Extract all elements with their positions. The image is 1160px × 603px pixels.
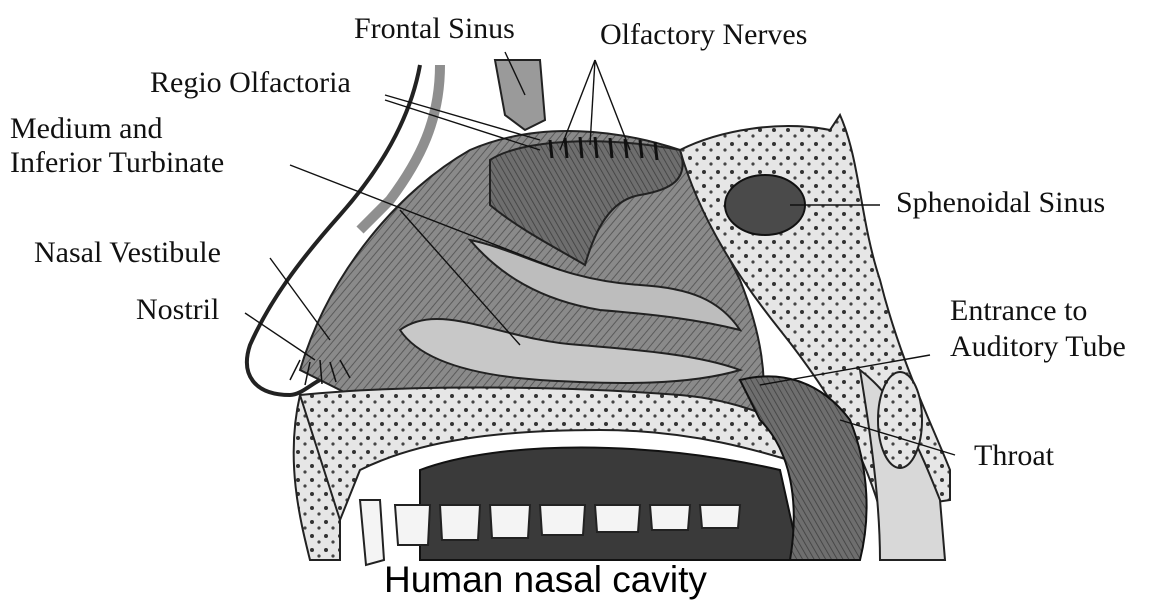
label-frontal-sinus: Frontal Sinus bbox=[354, 12, 515, 46]
label-medium-turbinate-line2: Inferior Turbinate bbox=[10, 146, 224, 180]
leader-nasal-vestibule bbox=[270, 258, 330, 340]
vertebra-shape bbox=[878, 372, 922, 468]
figure-caption: Human nasal cavity bbox=[384, 559, 707, 601]
label-medium-turbinate-line1: Medium and bbox=[10, 112, 162, 146]
label-entrance-line2: Auditory Tube bbox=[950, 330, 1126, 364]
label-sphenoidal-sinus: Sphenoidal Sinus bbox=[896, 186, 1105, 220]
label-olfactory-nerves: Olfactory Nerves bbox=[600, 18, 807, 52]
frontal-sinus-shape bbox=[495, 60, 545, 130]
label-throat: Throat bbox=[974, 439, 1054, 473]
label-nasal-vestibule: Nasal Vestibule bbox=[34, 236, 221, 270]
label-regio-olfactoria: Regio Olfactoria bbox=[150, 66, 351, 100]
label-nostril: Nostril bbox=[136, 293, 219, 327]
label-entrance-line1: Entrance to bbox=[950, 294, 1087, 328]
oral-cavity bbox=[420, 448, 800, 561]
